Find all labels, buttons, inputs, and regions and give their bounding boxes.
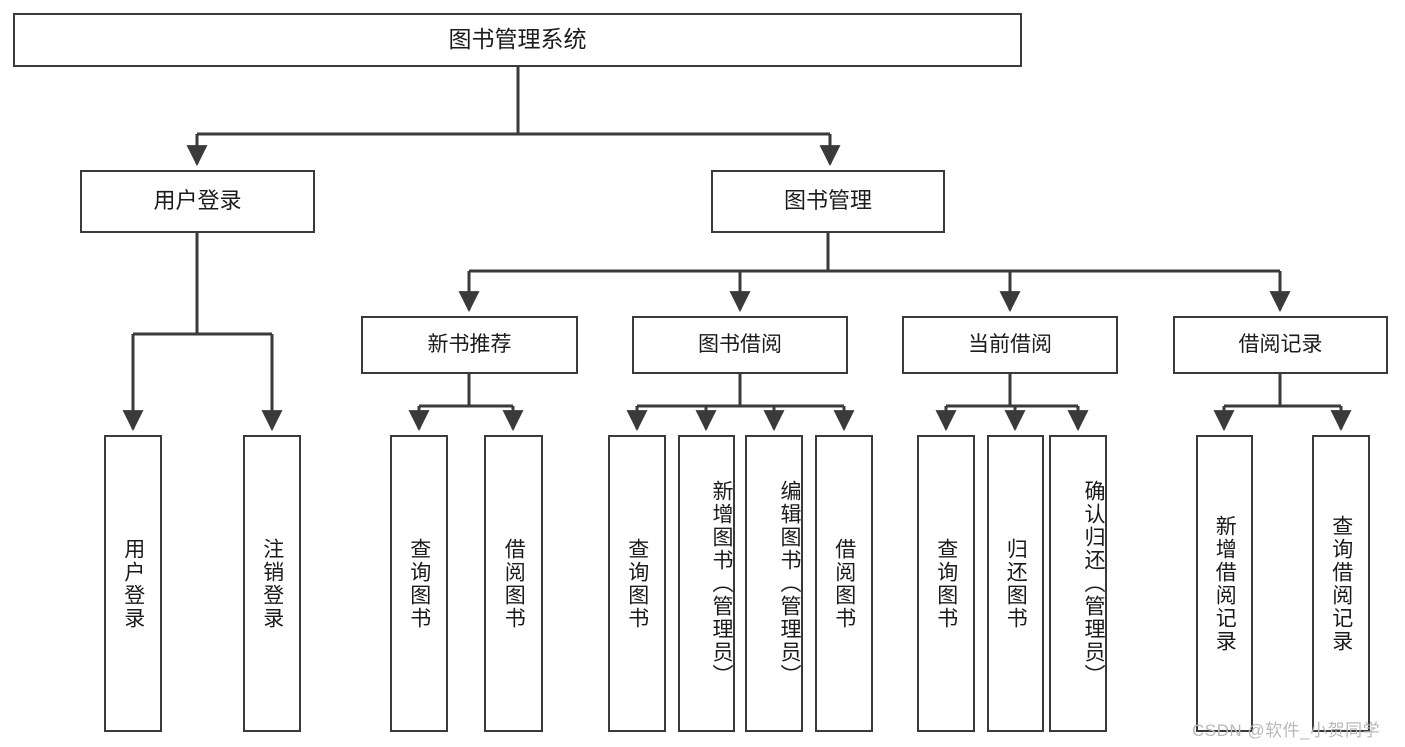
leaf-add-borrow-record[interactable]: 新增借阅记录 <box>1196 435 1253 732</box>
leaf-query-book-borrow[interactable]: 查询图书 <box>608 435 666 732</box>
leaf-borrow-book[interactable]: 借阅图书 <box>815 435 873 732</box>
leaf-edit-book-admin[interactable]: 编辑图书（管理员） <box>745 435 803 732</box>
leaf-add-book-admin[interactable]: 新增图书（管理员） <box>678 435 735 732</box>
leaf-query-book-recommend[interactable]: 查询图书 <box>390 435 448 732</box>
node-book-manage[interactable]: 图书管理 <box>711 170 945 233</box>
node-root-system[interactable]: 图书管理系统 <box>13 13 1022 67</box>
node-user-login[interactable]: 用户登录 <box>80 170 315 233</box>
leaf-query-book-current[interactable]: 查询图书 <box>917 435 975 732</box>
leaf-user-login[interactable]: 用户登录 <box>104 435 162 732</box>
leaf-user-logout[interactable]: 注销登录 <box>243 435 301 732</box>
node-book-borrow[interactable]: 图书借阅 <box>632 316 848 374</box>
node-borrow-record[interactable]: 借阅记录 <box>1173 316 1388 374</box>
node-new-book-recommend[interactable]: 新书推荐 <box>361 316 578 374</box>
leaf-borrow-book-recommend[interactable]: 借阅图书 <box>484 435 543 732</box>
leaf-return-book[interactable]: 归还图书 <box>987 435 1044 732</box>
leaf-query-borrow-record[interactable]: 查询借阅记录 <box>1312 435 1370 732</box>
csdn-watermark: CSDN @软件_小贺同学 <box>1192 721 1381 740</box>
leaf-confirm-return-admin[interactable]: 确认归还（管理员） <box>1049 435 1107 732</box>
node-current-borrow[interactable]: 当前借阅 <box>902 316 1118 374</box>
